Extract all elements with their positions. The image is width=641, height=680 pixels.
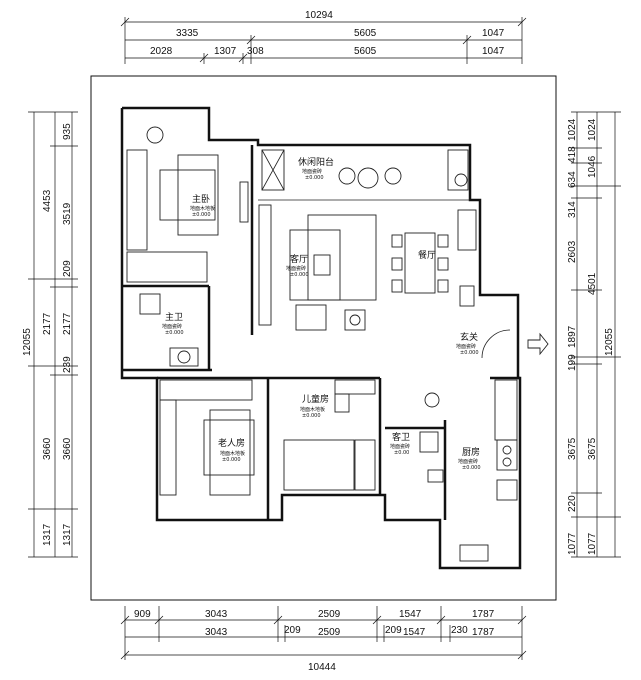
dim-right-i-1: 418 <box>567 146 578 163</box>
dim-top-r1-0: 3335 <box>176 28 199 39</box>
dim-bot-r1-0: 909 <box>134 609 151 620</box>
dim-right-i-0: 1024 <box>567 118 578 141</box>
dim-right-i-3: 314 <box>567 201 578 218</box>
dim-left-i-5: 3660 <box>62 437 73 460</box>
dim-top-r2-0: 2028 <box>150 46 173 57</box>
dim-right-i-5: 1897 <box>567 325 578 348</box>
top-dimensions: 10294 3335 5605 1047 2028 1307 308 5605 … <box>120 10 527 64</box>
right-dimensions: 1024 418 634 314 2603 1897 199 3675 220 … <box>567 111 621 558</box>
dim-right-i-8: 220 <box>567 495 578 512</box>
dim-top-r2-2: 308 <box>247 46 264 57</box>
floor-balcony: 地面瓷砖 <box>302 168 322 175</box>
room-master-bedroom: 主卧 <box>192 193 210 205</box>
entrance: 玄关 地面瓷砖 ±0.000 <box>456 329 549 359</box>
room-dining: 餐厅 <box>418 249 436 261</box>
level-balcony: ±0.000 <box>305 175 324 181</box>
level-guest-bath: ±0.00 <box>394 450 409 456</box>
room-elderly: 老人房 <box>218 437 245 449</box>
room-guest-bath: 客卫 <box>392 431 410 443</box>
dim-top-total: 10294 <box>305 10 333 21</box>
dim-left-i-2: 209 <box>62 260 73 277</box>
room-master-bath: 主卫 <box>165 311 183 323</box>
children-room: 儿童房 地面木地板 ±0.000 <box>283 379 376 491</box>
room-living: 客厅 <box>290 253 308 265</box>
dim-top-r2-4: 1047 <box>482 46 505 57</box>
room-leisure-balcony: 休闲阳台 <box>298 156 334 168</box>
dim-left-i-0: 935 <box>62 123 73 140</box>
dim-bot-r2-4: 1547 <box>403 627 426 638</box>
walls <box>120 106 522 570</box>
elderly-room: 老人房 地面木地板 ±0.000 <box>159 379 255 496</box>
drawing-frame <box>90 75 557 601</box>
room-entrance: 玄关 <box>460 331 478 343</box>
dim-right-o-0: 1024 <box>587 118 598 141</box>
living-dining: 客厅 地面瓷砖 ±0.000 餐厅 <box>258 204 477 331</box>
dim-left-o-2: 3660 <box>42 437 53 460</box>
level-living: ±0.000 <box>290 272 309 278</box>
dim-bot-r2-1: 209 <box>284 625 301 636</box>
dim-bot-r1-1: 3043 <box>205 609 228 620</box>
dim-bot-r2-5: 230 <box>451 625 468 636</box>
dim-top-r1-2: 1047 <box>482 28 505 39</box>
dim-top-r2-1: 1307 <box>214 46 237 57</box>
floor-children: 地面木地板 <box>300 406 325 413</box>
room-kitchen: 厨房 <box>462 446 480 458</box>
dim-left-o-0: 4453 <box>42 189 53 212</box>
level-children: ±0.000 <box>302 413 321 419</box>
floor-living: 地面瓷砖 <box>286 265 306 272</box>
leisure-balcony: 休闲阳台 地面瓷砖 ±0.000 <box>261 149 469 191</box>
dim-left-i-3: 2177 <box>62 312 73 335</box>
guest-bath: 客卫 地面瓷砖 ±0.00 <box>390 392 444 483</box>
dim-right-o-1: 1046 <box>587 155 598 178</box>
dim-bot-total: 10444 <box>308 662 336 673</box>
dim-bot-r2-3: 209 <box>385 625 402 636</box>
level-master-bath: ±0.000 <box>165 330 184 336</box>
dim-right-o-2: 4501 <box>587 272 598 295</box>
dim-bot-r2-6: 1787 <box>472 627 495 638</box>
dim-right-total: 12055 <box>604 328 615 356</box>
dim-top-r1-1: 5605 <box>354 28 377 39</box>
dim-bot-r1-4: 1787 <box>472 609 495 620</box>
floor-kitchen: 地面瓷砖 <box>458 458 478 465</box>
floor-master-bath: 地面瓷砖 <box>162 323 182 330</box>
dim-right-i-4: 2603 <box>567 240 578 263</box>
dim-left-i-4: 239 <box>62 356 73 373</box>
dim-right-o-4: 1077 <box>587 532 598 555</box>
level-master-bedroom: ±0.000 <box>192 212 211 218</box>
dim-right-i-2: 634 <box>567 171 578 188</box>
floor-guest-bath: 地面瓷砖 <box>390 443 410 450</box>
dim-right-i-6: 199 <box>567 354 578 371</box>
master-bedroom: 主卧 地面木地板 ±0.000 <box>126 126 249 283</box>
floor-elderly: 地面木地板 <box>220 450 245 457</box>
bottom-dimensions: 909 3043 2509 1547 1787 3043 209 2509 20… <box>120 606 527 673</box>
dim-top-r2-3: 5605 <box>354 46 377 57</box>
dim-left-o-3: 1317 <box>42 523 53 546</box>
level-entrance: ±0.000 <box>460 350 479 356</box>
dim-left-o-1: 2177 <box>42 312 53 335</box>
kitchen: 厨房 地面瓷砖 ±0.000 <box>458 379 518 562</box>
dim-right-i-7: 3675 <box>567 437 578 460</box>
dim-bot-r1-2: 2509 <box>318 609 341 620</box>
dim-right-i-9: 1077 <box>567 532 578 555</box>
dim-bot-r2-2: 2509 <box>318 627 341 638</box>
floor-entrance: 地面瓷砖 <box>456 343 476 350</box>
dim-bot-r2-0: 3043 <box>205 627 228 638</box>
dim-left-i-1: 3519 <box>62 202 73 225</box>
level-kitchen: ±0.000 <box>462 465 481 471</box>
dim-left-i-6: 1317 <box>62 523 73 546</box>
dim-right-o-3: 3675 <box>587 437 598 460</box>
room-children: 儿童房 <box>302 393 329 405</box>
floor-master-bedroom: 地面木地板 <box>190 205 215 212</box>
left-dimensions: 4453 2177 3660 1317 12055 935 3519 209 2… <box>22 111 78 558</box>
level-elderly: ±0.000 <box>222 457 241 463</box>
master-bath: 主卫 地面瓷砖 ±0.000 <box>139 293 199 367</box>
dim-left-total: 12055 <box>22 328 33 356</box>
dim-bot-r1-3: 1547 <box>399 609 422 620</box>
